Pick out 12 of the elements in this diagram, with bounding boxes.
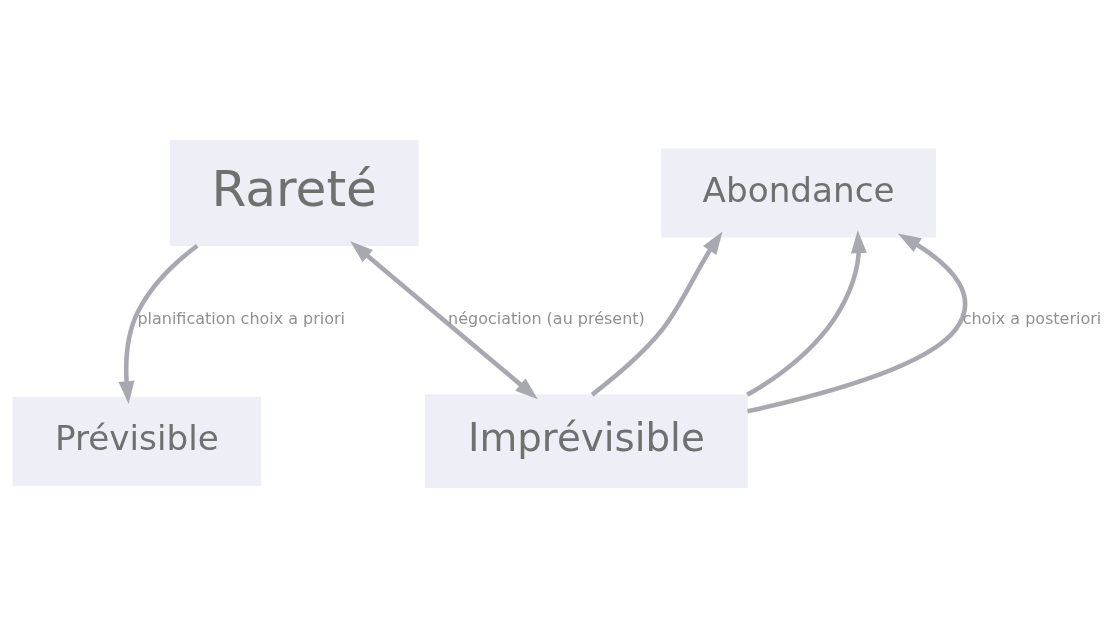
edge-label: planification choix a priori — [137, 309, 346, 329]
arrow — [350, 241, 538, 400]
node-box: Rareté — [169, 140, 419, 247]
arrow — [746, 230, 867, 397]
node-box: Imprévisible — [424, 394, 748, 488]
arrow — [747, 233, 968, 414]
edge-label: choix a posteriori — [962, 309, 1102, 329]
node-box: Prévisible — [12, 396, 262, 486]
node-box: Abondance — [661, 148, 937, 238]
edge-label: négociation (au présent) — [448, 309, 645, 329]
arrow — [590, 231, 723, 397]
arrow — [118, 243, 199, 404]
